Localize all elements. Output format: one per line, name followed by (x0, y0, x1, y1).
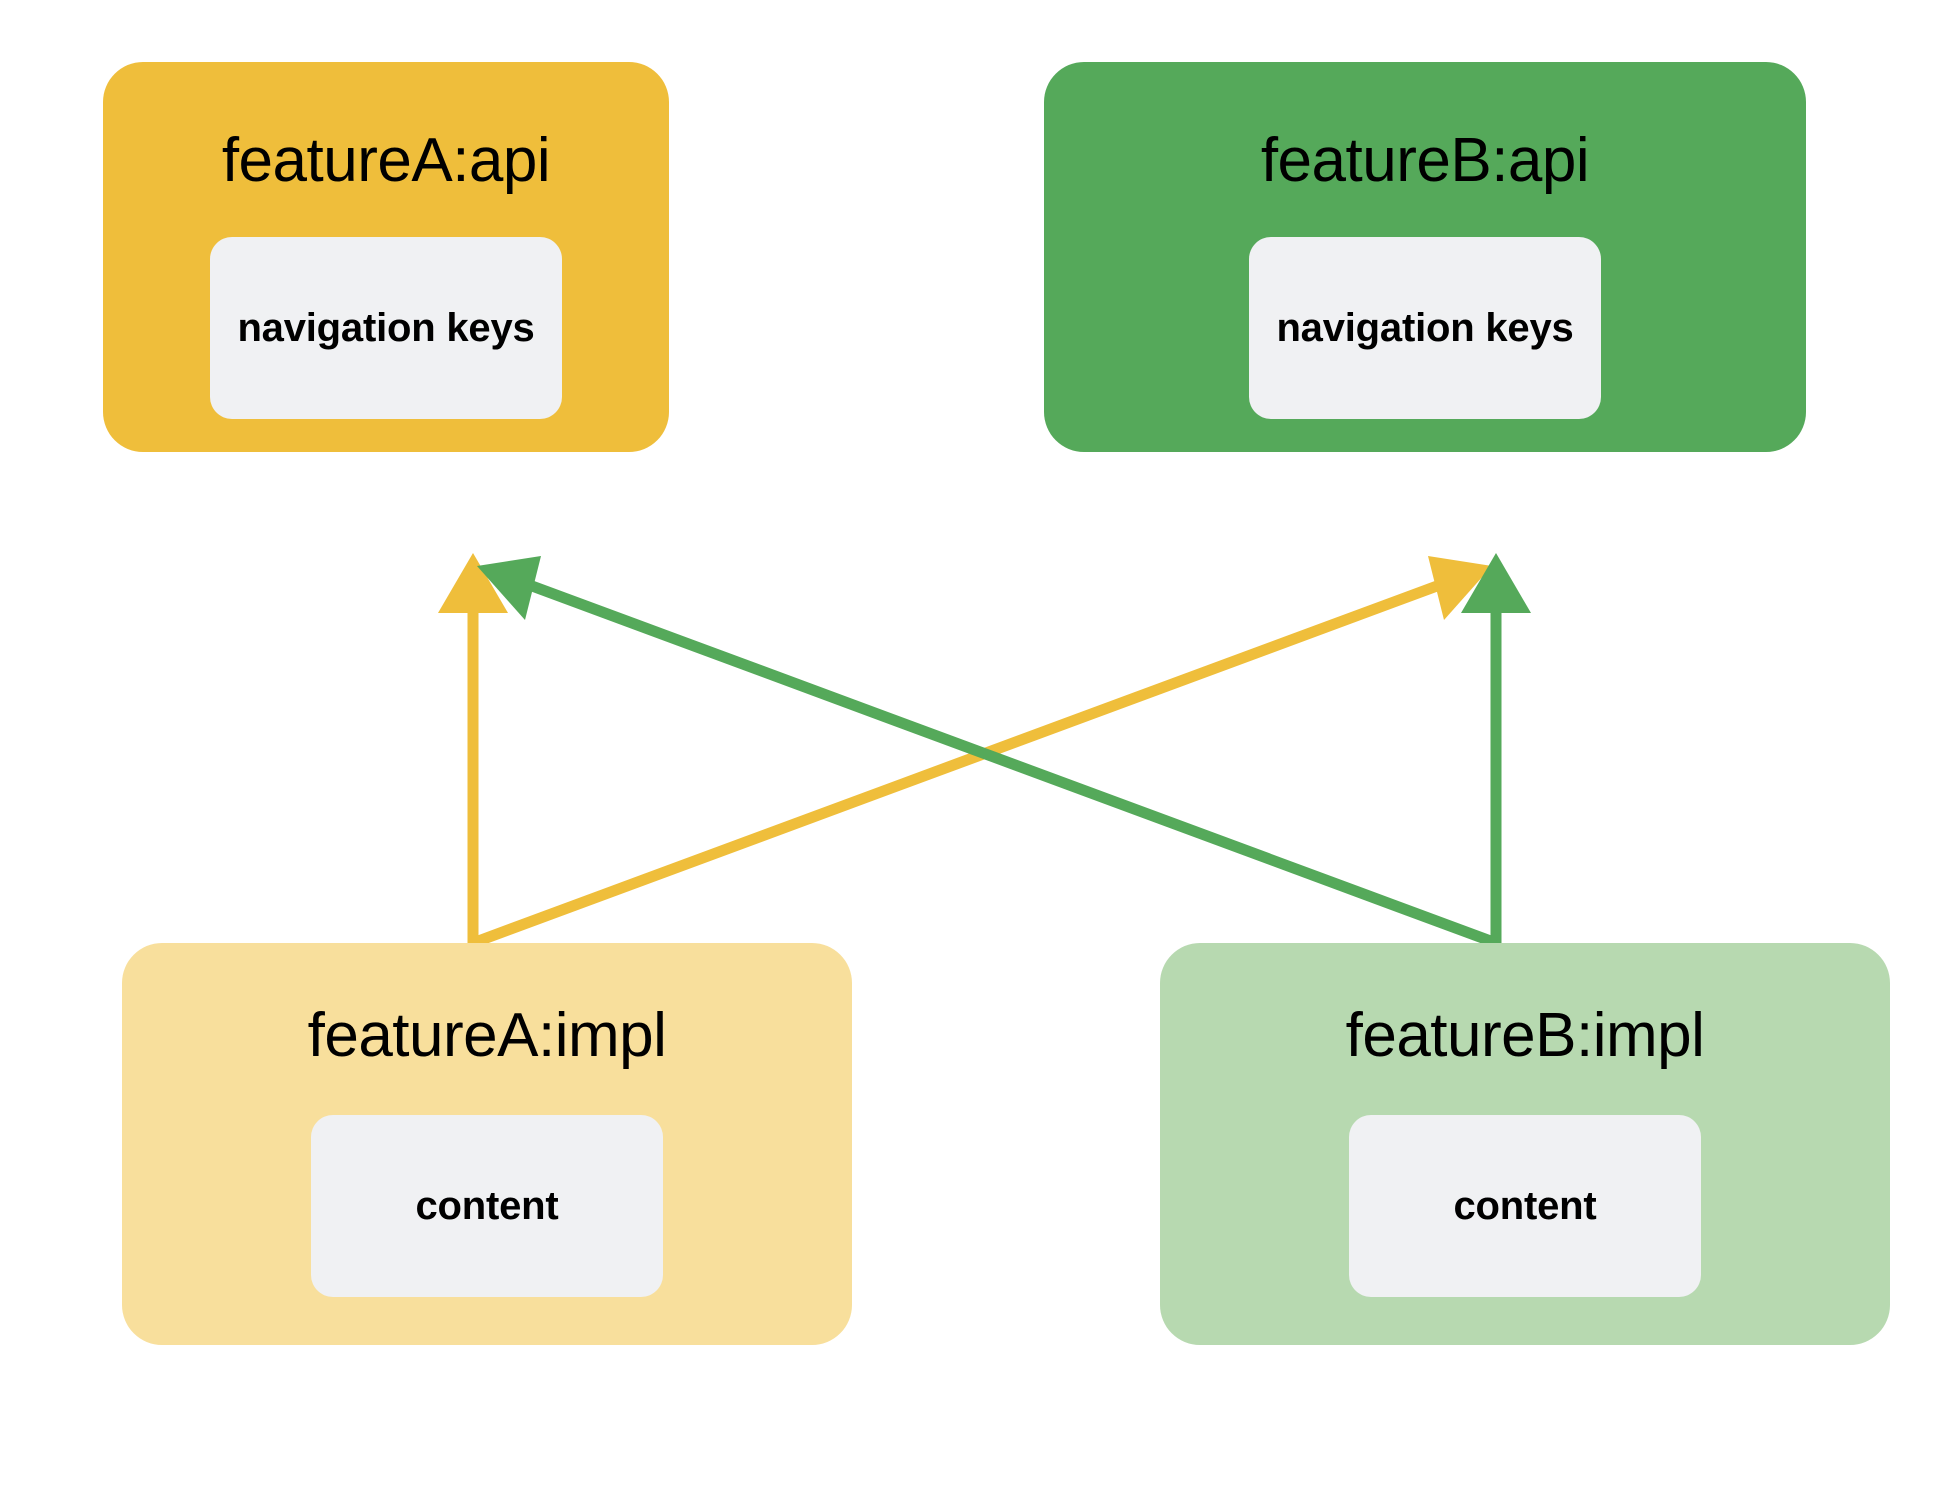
slot-label: content (1453, 1183, 1597, 1228)
slot-box-navigation-keys[interactable]: navigation keys (210, 237, 562, 419)
module-title: featureB:impl (1345, 1001, 1705, 1070)
module-title: featureA:impl (307, 1001, 667, 1070)
module-card-featureA-api[interactable]: featureA:api navigation keys (103, 62, 669, 452)
module-card-featureA-impl[interactable]: featureA:impl content (122, 943, 852, 1345)
edge-implA-to-apiA (438, 553, 508, 943)
slot-box-content[interactable]: content (1349, 1115, 1701, 1297)
slot-label: navigation keys (1276, 305, 1574, 350)
slot-box-content[interactable]: content (311, 1115, 663, 1297)
module-title: featureA:api (221, 126, 551, 195)
edge-implB-to-apiB (1461, 553, 1531, 943)
slot-label: navigation keys (237, 305, 535, 350)
slot-label: content (415, 1183, 559, 1228)
slot-box-navigation-keys[interactable]: navigation keys (1249, 237, 1601, 419)
module-card-featureB-impl[interactable]: featureB:impl content (1160, 943, 1890, 1345)
module-title: featureB:api (1260, 126, 1590, 195)
edge-implB-to-apiA (477, 556, 1498, 949)
module-card-featureB-api[interactable]: featureB:api navigation keys (1044, 62, 1806, 452)
edge-implA-to-apiB (471, 556, 1492, 949)
